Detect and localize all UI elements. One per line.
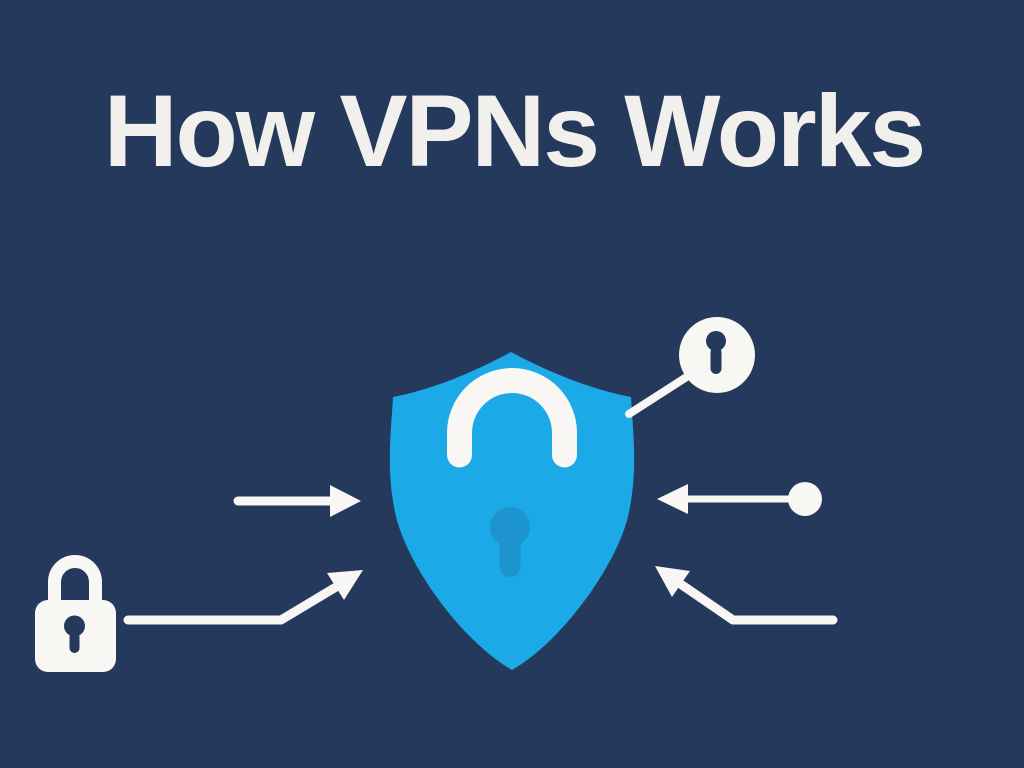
page-title: How VPNs Works [104,74,924,188]
arrow-right-icon [233,485,361,517]
bent-arrow-up-right-icon [123,570,363,625]
padlock-shackle [48,555,102,604]
badge-keyhole-icon [706,331,726,374]
shield-lock-icon [389,352,635,670]
padlock-icon [35,555,116,672]
bent-arrow-up-left-icon [655,566,838,625]
lock-shackle-icon [447,368,577,468]
keyhole-badge-icon [625,317,755,418]
arrow-left-dot-icon [657,482,822,516]
shield-keyhole-icon [490,507,530,577]
padlock-keyhole-icon [64,615,85,653]
